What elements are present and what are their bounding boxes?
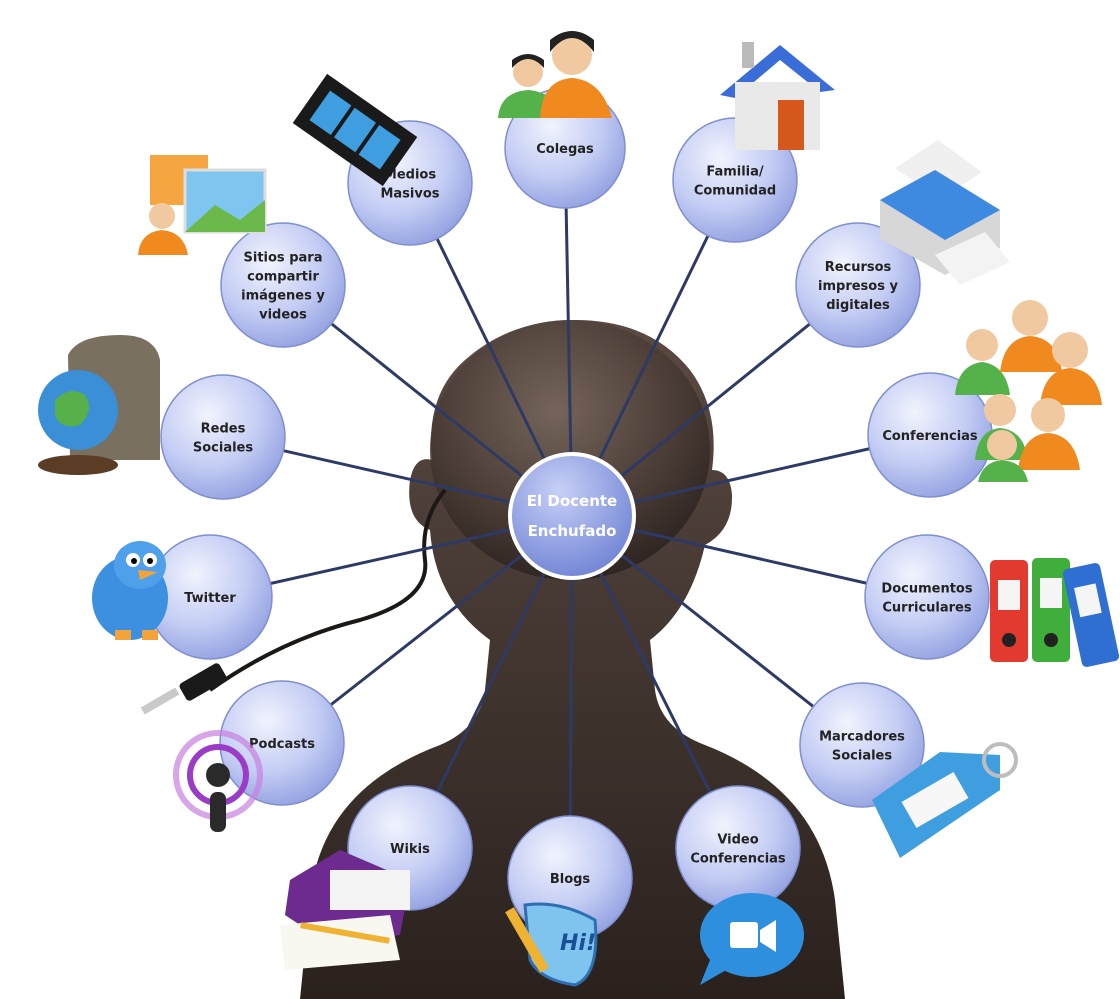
node-label-marcadores-line-2: Sociales [832, 749, 893, 764]
earphone-cable-icon [140, 488, 447, 715]
node-podcasts: Podcasts [219, 680, 345, 806]
people-group-icon [955, 300, 1102, 482]
node-label-wikis-line-1: Wikis [390, 842, 430, 857]
node-label-recursos-line-3: digitales [826, 298, 890, 313]
photos-icon [138, 155, 267, 255]
books-icon [280, 850, 410, 970]
node-label-sitios-line-3: imágenes y [241, 289, 325, 304]
node-label-redes-line-1: Redes [201, 422, 246, 437]
colleagues-icon [498, 31, 612, 118]
node-label-podcasts-line-1: Podcasts [249, 737, 315, 752]
center-label-line-1: El Docente [527, 492, 617, 510]
node-conferencias: Conferencias [867, 372, 993, 498]
node-label-recursos-line-1: Recursos [825, 260, 892, 275]
node-label-colegas-line-1: Colegas [536, 142, 594, 157]
node-sitios: Sitios para compartir imágenes y videos [220, 222, 346, 348]
binders-icon [990, 558, 1120, 667]
node-circle-redes [160, 374, 286, 500]
node-circle-recursos [795, 222, 921, 348]
node-circle-marcadores [799, 682, 925, 808]
node-label-conferencias-line-1: Conferencias [882, 429, 978, 444]
node-circle-podcasts [219, 680, 345, 806]
node-label-familia-line-1: Familia/ [706, 165, 764, 180]
node-label-recursos-line-2: impresos y [818, 279, 898, 294]
center-node: El Docente Enchufado [508, 452, 636, 580]
blog-icon: Hi! [505, 902, 598, 987]
node-label-documentos-line-2: Curriculares [882, 601, 971, 616]
node-label-video-line-1: Video [717, 833, 758, 848]
node-label-blogs-line-1: Blogs [550, 872, 591, 887]
node-label-video-line-2: Conferencias [690, 852, 786, 867]
house-icon [720, 42, 835, 150]
node-label-medios-line-1: Medios [384, 168, 436, 183]
podcast-icon [173, 730, 263, 832]
node-recursos: Recursos impresos y digitales [795, 222, 921, 348]
printer-icon [880, 140, 1010, 285]
node-twitter: Twitter [147, 534, 273, 660]
video-chat-icon [700, 893, 804, 985]
node-circle-video [675, 785, 801, 911]
node-label-marcadores-line-1: Marcadores [819, 730, 905, 745]
node-label-documentos-line-1: Documentos [881, 582, 972, 597]
blog-icon-glyph: Hi! [560, 931, 596, 956]
node-circle-sitios [220, 222, 346, 348]
twitter-bird-icon [92, 541, 168, 640]
node-label-sitios-line-1: Sitios para [244, 251, 323, 266]
center-label-line-2: Enchufado [528, 522, 617, 540]
film-strip-icon [292, 73, 418, 187]
node-label-medios-line-2: Masivos [380, 187, 439, 202]
node-label-redes-line-2: Sociales [193, 441, 254, 456]
node-label-sitios-line-4: videos [259, 308, 307, 323]
tag-icon [872, 742, 1018, 858]
node-label-twitter-line-1: Twitter [184, 591, 236, 606]
node-circle-documentos [864, 534, 990, 660]
node-label-familia-line-2: Comunidad [694, 184, 776, 199]
node-label-sitios-line-2: compartir [247, 270, 319, 285]
globe-bag-icon [38, 335, 160, 475]
